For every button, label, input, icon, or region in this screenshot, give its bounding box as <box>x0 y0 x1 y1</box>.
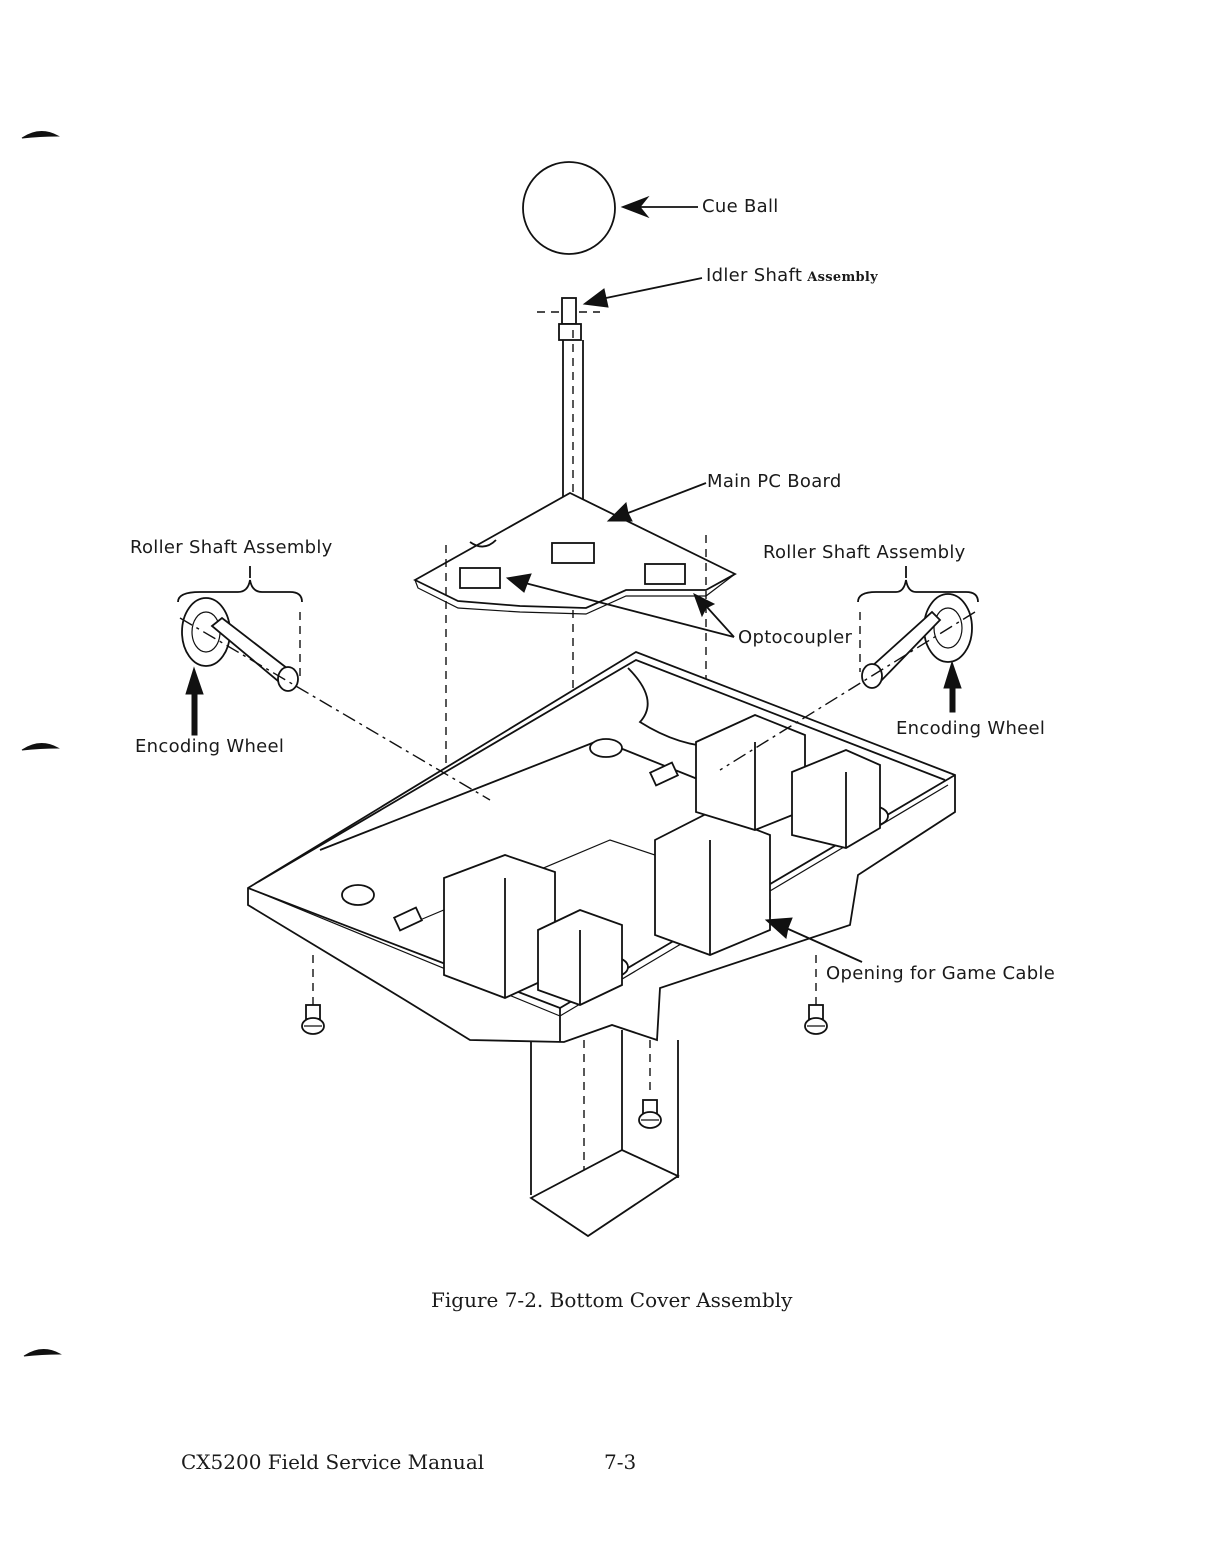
lower-column <box>531 1030 678 1236</box>
main-pc-board-arrow <box>608 483 706 521</box>
idler-shaft-arrow <box>584 278 702 307</box>
margin-mark <box>24 1349 60 1356</box>
cue-ball-arrow <box>622 197 698 217</box>
game-cable-opening-label: Opening for Game Cable <box>826 963 1055 984</box>
roller-shaft-right-label: Roller Shaft Assembly <box>763 542 966 563</box>
cue-ball-label: Cue Ball <box>702 196 779 217</box>
idler-shaft-label-suffix: Assembly <box>807 270 878 285</box>
cue-ball <box>523 162 615 254</box>
main-pc-board-label: Main PC Board <box>707 471 842 492</box>
margin-mark <box>22 131 58 138</box>
optocoupler-label: Optocoupler <box>738 627 852 648</box>
margin-mark <box>22 743 58 750</box>
screw <box>302 1005 324 1034</box>
screw <box>639 1100 661 1128</box>
page-number: 7-3 <box>604 1450 636 1474</box>
idler-shaft-label: Idler Shaft Assembly <box>706 265 878 286</box>
idler-shaft-label-main: Idler Shaft <box>706 265 802 286</box>
encoding-wheel-left-label: Encoding Wheel <box>135 736 284 757</box>
roller-shaft-left-label: Roller Shaft Assembly <box>130 537 333 558</box>
manual-title: CX5200 Field Service Manual <box>181 1450 484 1474</box>
screw <box>805 1005 827 1034</box>
encoding-wheel-right-label: Encoding Wheel <box>896 718 1045 739</box>
figure-caption: Figure 7-2. Bottom Cover Assembly <box>431 1288 792 1312</box>
